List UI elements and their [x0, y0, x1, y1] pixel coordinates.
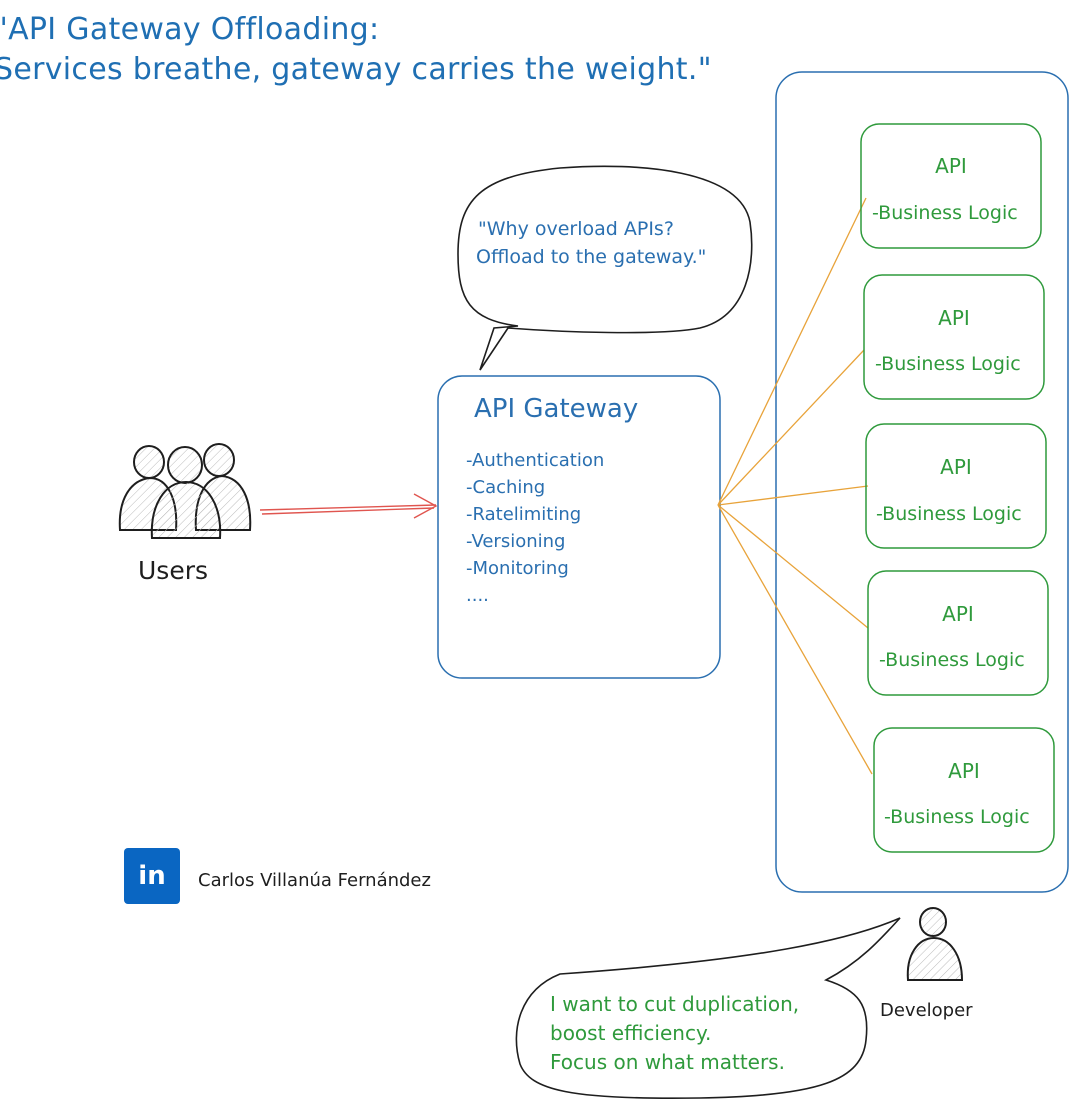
api-logic: -Business Logic: [876, 503, 1022, 525]
gateway-bubble-line-2: Offload to the gateway.": [476, 246, 707, 268]
developer-speech-bubble: [515, 917, 901, 1100]
author-name: Carlos Villanúa Fernández: [198, 870, 431, 891]
gateway-feature: -Authentication: [466, 450, 605, 471]
api-title: API: [935, 154, 967, 178]
gateway-feature: -Ratelimiting: [466, 504, 582, 525]
api-card-2: API: [864, 306, 1044, 330]
diagram-title-line-1: "API Gateway Offloading:: [0, 12, 380, 47]
gateway-to-api-connectors: [717, 197, 873, 775]
api-logic: -Business Logic: [884, 806, 1030, 828]
gateway-feature: -Caching: [466, 477, 546, 498]
gateway-feature: -Monitoring: [466, 558, 569, 579]
gateway-speech-bubble: [457, 165, 753, 371]
developer-quote-line-3: Focus on what matters.: [550, 1050, 785, 1074]
api-card-4: API: [868, 602, 1048, 626]
developer-label: Developer: [880, 1000, 973, 1021]
gateway-title: API Gateway: [474, 394, 639, 424]
api-logic: -Business Logic: [872, 202, 1018, 224]
api-logic: -Business Logic: [879, 649, 1025, 671]
api-card-5: API: [874, 759, 1054, 783]
developer-quote-line-2: boost efficiency.: [550, 1021, 712, 1045]
gateway-bubble-line-1: "Why overload APIs?: [478, 218, 674, 240]
api-box-5: [873, 727, 1055, 853]
diagram-title-line-2: Services breathe, gateway carries the we…: [0, 52, 712, 87]
api-box-1: [860, 123, 1042, 249]
developer-quote-line-1: I want to cut duplication,: [550, 992, 800, 1016]
api-box-2: [863, 274, 1045, 400]
users-label: Users: [138, 556, 209, 585]
gateway-feature: -Versioning: [466, 531, 566, 552]
gateway-box: [437, 375, 721, 679]
api-title: API: [948, 759, 980, 783]
api-title: API: [940, 455, 972, 479]
developer-icon: [906, 907, 964, 981]
gateway-feature: ....: [466, 585, 489, 606]
api-card-3: API: [866, 455, 1046, 479]
api-box-4: [867, 570, 1049, 696]
api-title: API: [942, 602, 974, 626]
api-box-3: [865, 423, 1047, 549]
api-card-1: API: [861, 154, 1041, 178]
users-to-gateway-arrow: [259, 493, 438, 519]
users-icon: [118, 443, 252, 539]
services-container: [775, 71, 1069, 893]
api-title: API: [938, 306, 970, 330]
api-logic: -Business Logic: [875, 353, 1021, 375]
linkedin-icon[interactable]: in: [124, 848, 180, 904]
